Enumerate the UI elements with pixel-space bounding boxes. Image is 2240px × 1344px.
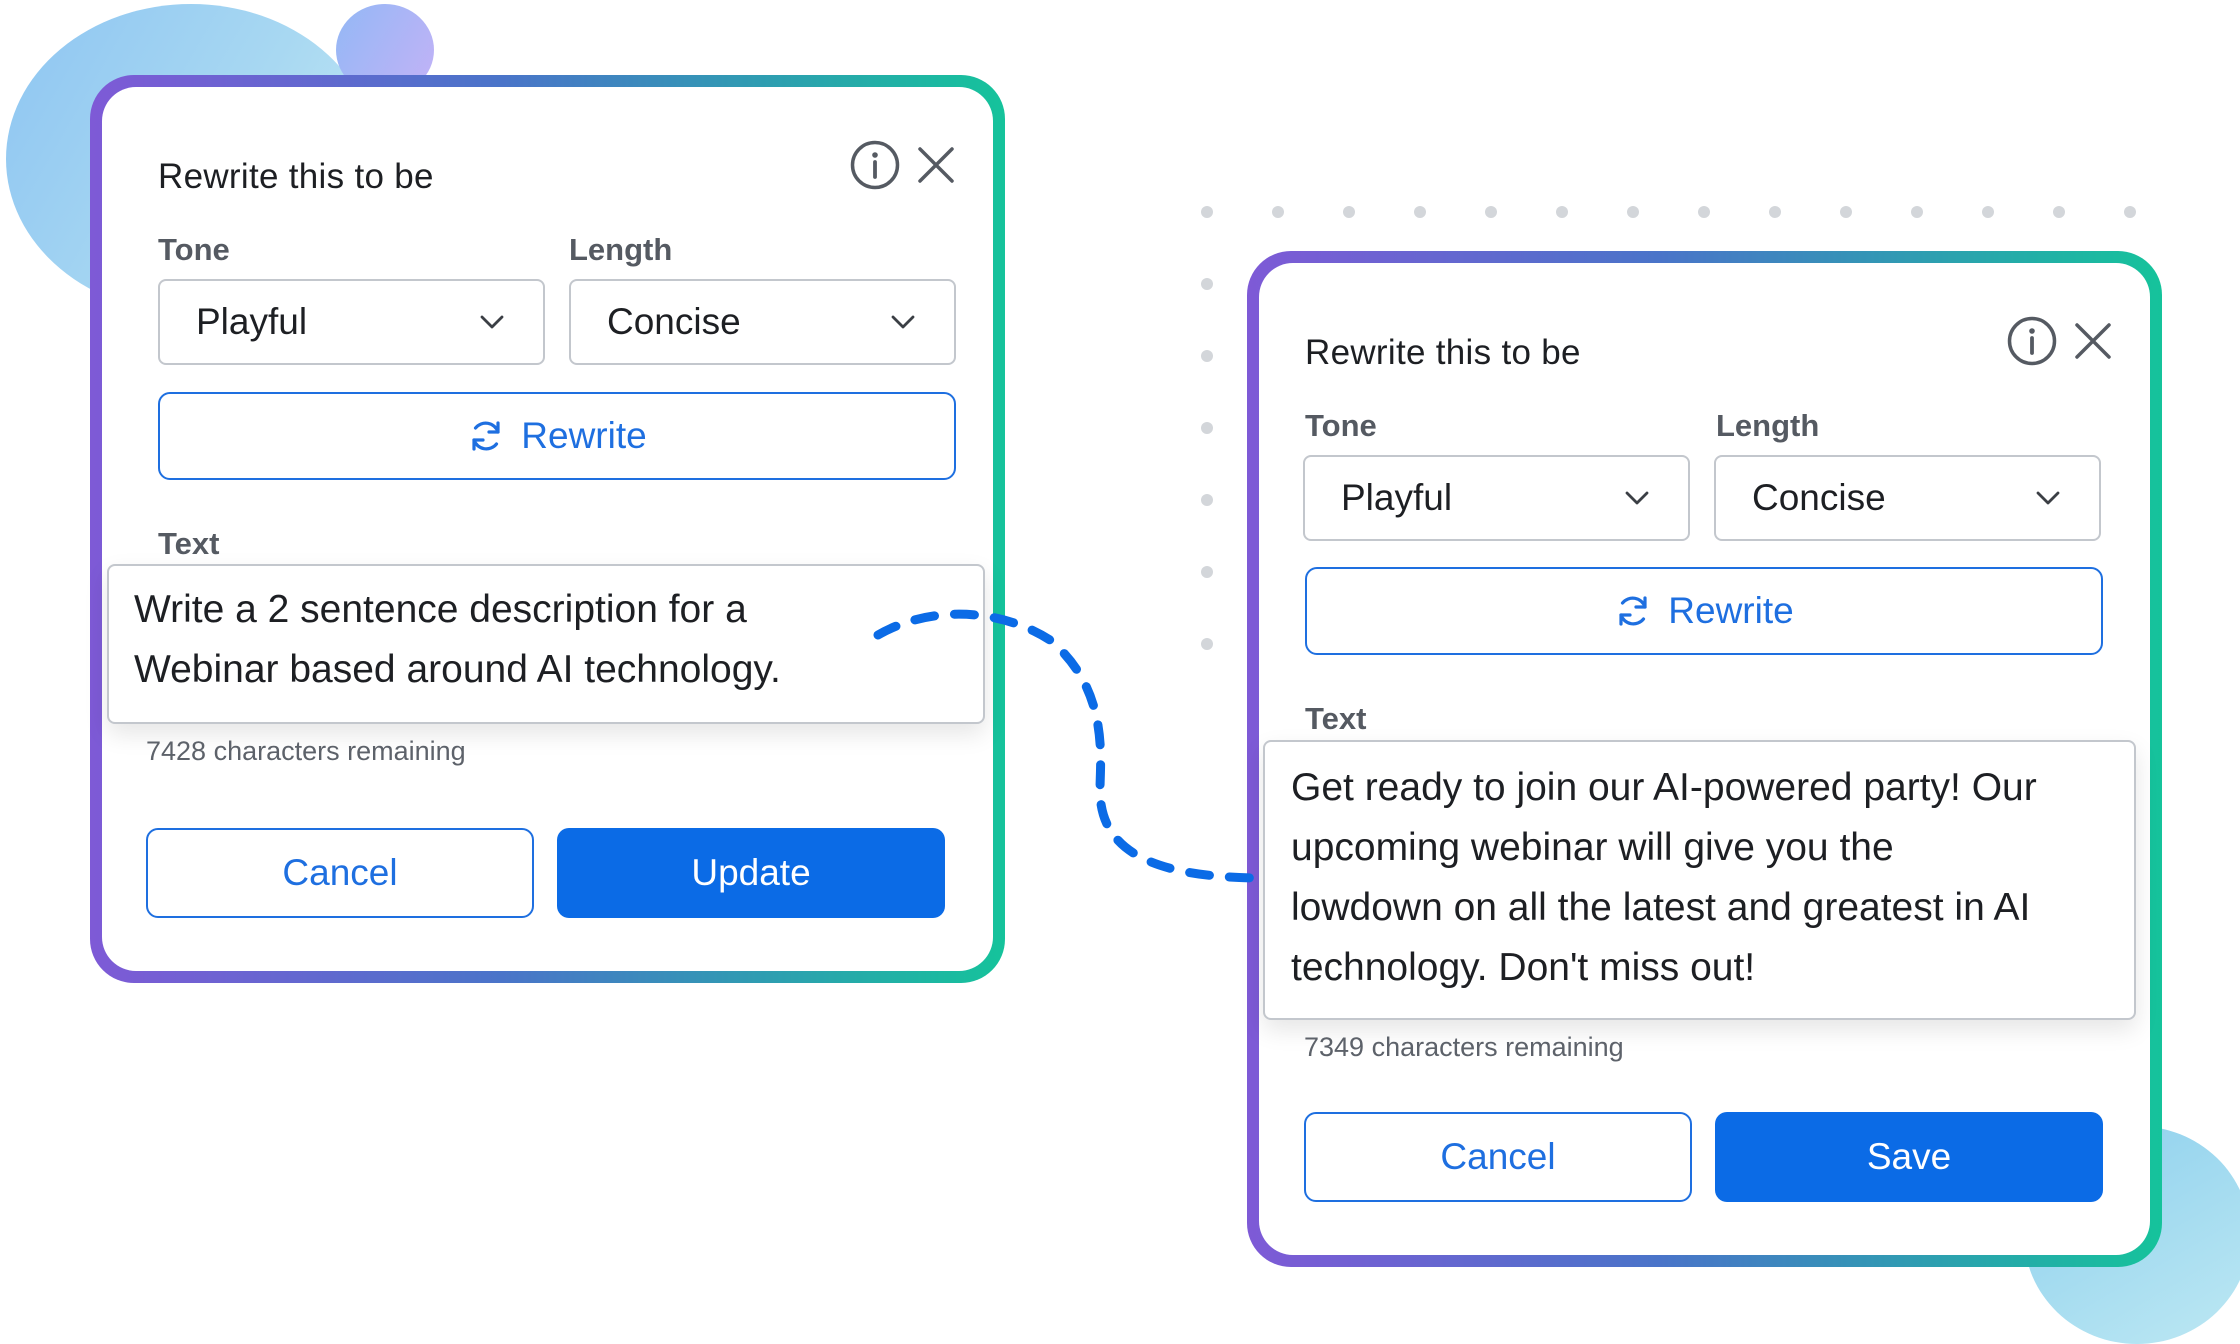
characters-remaining: 7349 characters remaining [1304,1032,1624,1062]
length-select-value: Concise [1752,477,1886,518]
rewrite-button[interactable]: Rewrite [158,392,956,480]
refresh-icon [1619,596,1647,626]
text-line: Webinar based around AI technology. [134,648,781,691]
length-label: Length [1716,408,1820,443]
length-select[interactable]: Concise [1714,455,2101,541]
dialog-card: Rewrite this to be Tone Length Playful C… [102,87,993,971]
chevron-down-icon [891,315,915,329]
length-label: Length [569,232,673,267]
tone-select[interactable]: Playful [1303,455,1690,541]
update-button-label: Update [691,852,811,893]
text-label: Text [158,526,220,561]
length-select[interactable]: Concise [569,279,956,365]
text-line: technology. Don't miss out! [1291,946,1756,989]
characters-remaining: 7428 characters remaining [146,736,466,766]
info-icon[interactable] [2004,313,2060,369]
close-icon[interactable] [2067,315,2119,367]
text-input[interactable]: Get ready to join our AI-powered party! … [1263,740,2136,1020]
info-icon[interactable] [847,137,903,193]
dialog-title: Rewrite this to be [1305,333,1581,372]
refresh-icon [472,421,500,451]
chevron-down-icon [480,315,504,329]
cancel-button-label: Cancel [1440,1136,1556,1177]
tone-select-value: Playful [196,301,308,342]
tone-label: Tone [158,232,230,267]
rewrite-button[interactable]: Rewrite [1305,567,2103,655]
close-icon[interactable] [910,139,962,191]
save-button-label: Save [1866,1136,1952,1177]
cancel-button-label: Cancel [282,852,398,893]
cancel-button[interactable]: Cancel [1304,1112,1692,1202]
text-line: Get ready to join our AI-powered party! … [1291,766,2037,809]
dialog-title: Rewrite this to be [158,157,434,196]
text-label: Text [1305,701,1367,736]
chevron-down-icon [2036,491,2060,505]
save-button[interactable]: Save [1715,1112,2103,1202]
chevron-down-icon [1625,491,1649,505]
tone-select-value: Playful [1341,477,1453,518]
tone-label: Tone [1305,408,1377,443]
text-input[interactable]: Write a 2 sentence description for a Web… [107,564,985,724]
rewrite-button-label: Rewrite [521,415,647,456]
text-line: upcoming webinar will give you the [1291,826,1894,869]
text-line: lowdown on all the latest and greatest i… [1291,886,2031,929]
cancel-button[interactable]: Cancel [146,828,534,918]
tone-select[interactable]: Playful [158,279,545,365]
rewrite-button-label: Rewrite [1668,590,1794,631]
length-select-value: Concise [607,301,741,342]
update-button[interactable]: Update [557,828,945,918]
text-line: Write a 2 sentence description for a [134,588,747,631]
